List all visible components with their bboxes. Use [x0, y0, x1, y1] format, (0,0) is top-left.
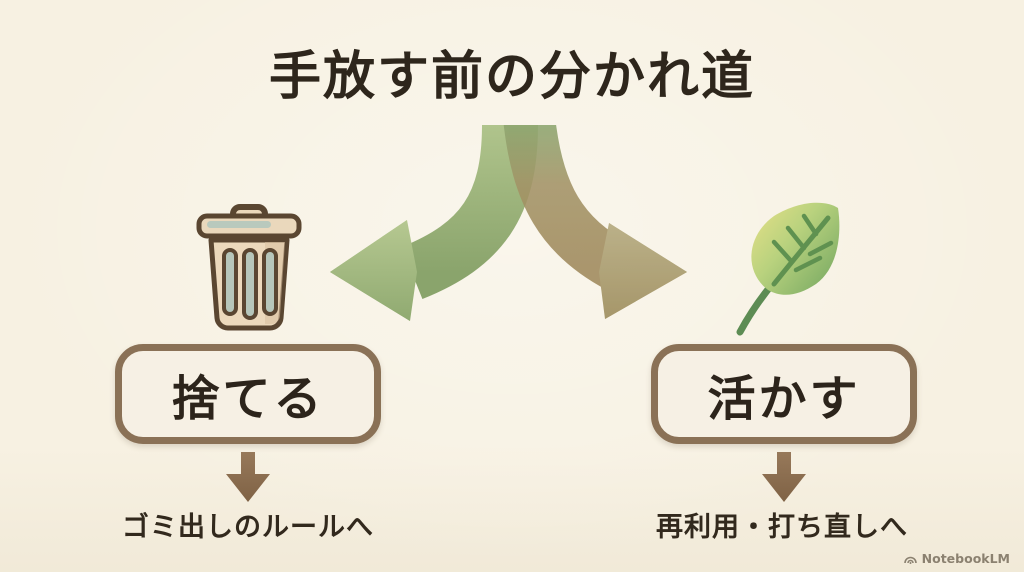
- down-arrow-icon-right: [762, 452, 806, 502]
- page-title: 手放す前の分かれ道: [268, 47, 755, 107]
- watermark-label: NotebookLM: [921, 551, 1010, 566]
- fork-arrow-icon: [330, 125, 687, 321]
- option-box-utilize: 活かす: [651, 344, 917, 444]
- down-arrow-icon-left: [226, 452, 270, 502]
- option-label-discard: 捨てる: [171, 371, 325, 427]
- option-label-utilize: 活かす: [707, 371, 861, 427]
- option-box-discard: 捨てる: [115, 344, 381, 444]
- trash-icon: [196, 204, 302, 331]
- watermark: NotebookLM: [903, 551, 1010, 566]
- destination-label-utilize: 再利用・打ち直しへ: [656, 512, 908, 543]
- notebooklm-logo-icon: [903, 556, 917, 564]
- leaf-icon: [736, 202, 840, 336]
- destination-label-discard: ゴミ出しのルールへ: [122, 512, 374, 543]
